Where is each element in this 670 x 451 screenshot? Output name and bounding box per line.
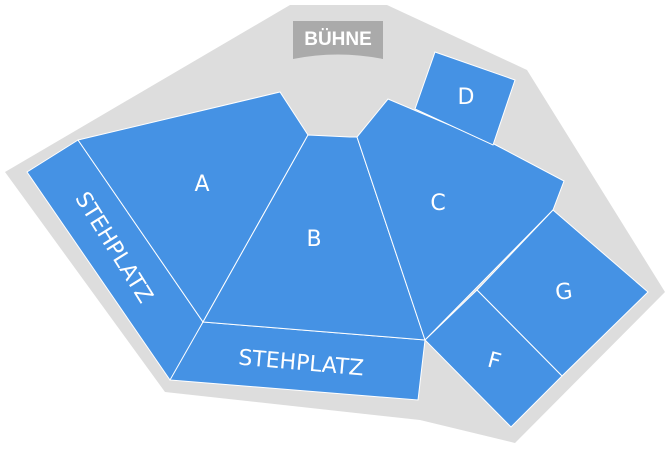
stage-label: BÜHNE [304,29,372,50]
section-stehplatz-bottom[interactable]: STEHPLATZ [169,321,426,401]
section-label: C [430,191,445,216]
section-c[interactable]: C [356,98,565,341]
section-label: B [306,227,321,252]
section-label: A [194,172,209,197]
section-label: F [485,348,504,375]
stage-plaque [293,21,383,59]
section-d[interactable]: D [414,51,516,146]
section-label: G [554,279,574,306]
section-label: D [458,85,475,110]
section-f[interactable]: F [424,289,563,428]
stage: BÜHNE [293,21,383,59]
